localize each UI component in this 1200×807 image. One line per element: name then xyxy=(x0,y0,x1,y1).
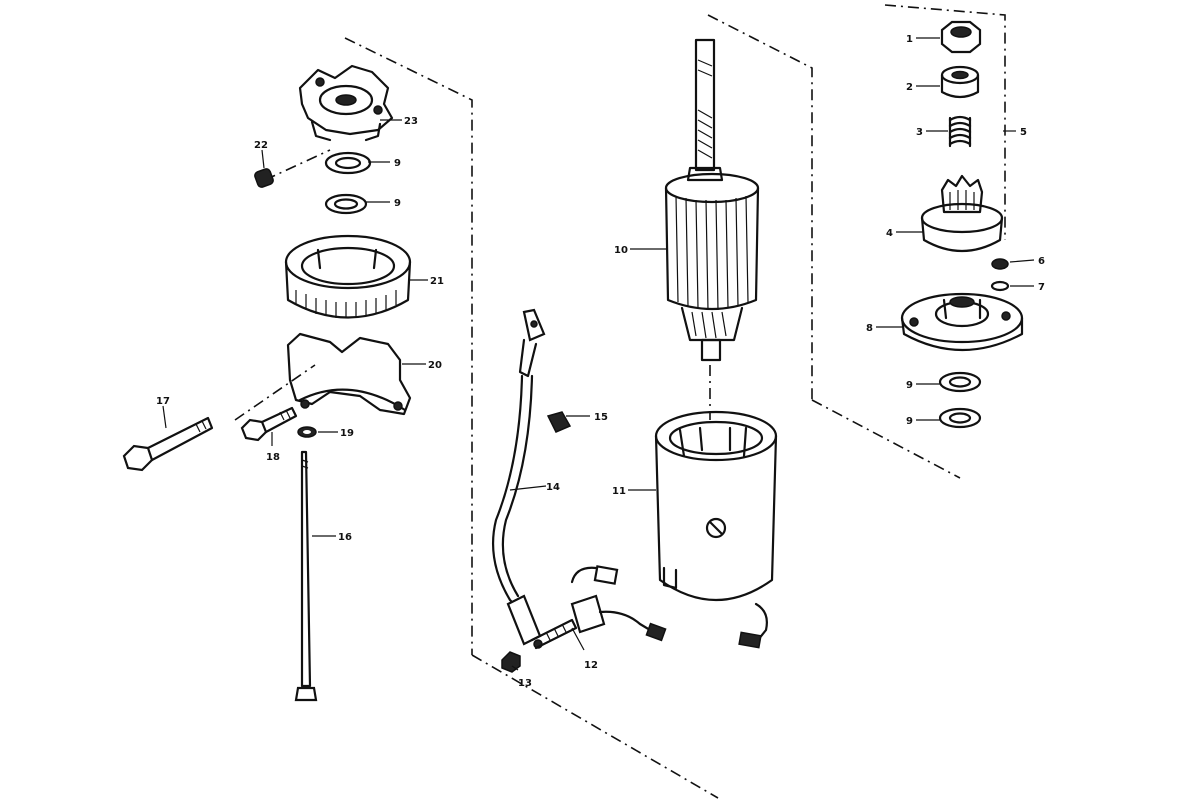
terminal-nut-part xyxy=(546,411,572,433)
short-bolt-part xyxy=(240,406,298,442)
left-boundary xyxy=(344,37,719,799)
nut-1-part xyxy=(940,20,982,54)
mounting-bracket-part xyxy=(286,332,412,416)
callout-12: 12 xyxy=(584,660,598,671)
washer-right-upper xyxy=(938,371,982,393)
set-screw-part xyxy=(254,168,274,188)
dashed-boundaries xyxy=(234,4,1006,799)
callout-22: 22 xyxy=(254,140,268,151)
washer-left-lower xyxy=(324,193,368,215)
left-diagonal-link xyxy=(234,364,316,421)
long-bolt-part xyxy=(122,416,214,472)
end-plate-part xyxy=(298,64,394,142)
through-bolt-part xyxy=(294,450,318,702)
callout-20: 20 xyxy=(428,360,442,371)
washer-right-lower xyxy=(938,407,982,429)
callout-11: 11 xyxy=(612,486,626,497)
terminal-lead-part xyxy=(491,308,546,649)
spring-3-part xyxy=(948,115,972,148)
center-boundary xyxy=(707,14,961,479)
callout-15: 15 xyxy=(594,412,608,423)
callout-6: 6 xyxy=(1038,256,1045,267)
frame-housing-part xyxy=(654,410,778,602)
callout-3: 3 xyxy=(916,127,923,138)
frame-brush-lead xyxy=(738,602,768,649)
lock-washer-part xyxy=(297,426,317,438)
callout-2: 2 xyxy=(906,82,913,93)
field-ring-part xyxy=(284,234,412,319)
callout-1: 1 xyxy=(906,34,913,45)
callout-23: 23 xyxy=(404,116,418,127)
brush-holder-part xyxy=(530,565,667,650)
drive-pinion-4-part xyxy=(920,174,1004,253)
callout-17: 17 xyxy=(156,396,170,407)
small-nut-6-part xyxy=(991,258,1009,270)
hex-nut-13-part xyxy=(501,651,521,673)
axis-line xyxy=(264,149,711,420)
callout-4: 4 xyxy=(886,228,893,239)
callout-10: 10 xyxy=(614,245,628,256)
washer-left-upper xyxy=(324,151,372,175)
end-cap-8-part xyxy=(900,292,1024,352)
collar-2-part xyxy=(940,65,980,99)
callout-21: 21 xyxy=(430,276,444,287)
callout-18: 18 xyxy=(266,452,280,463)
callout-9-right-lower: 9 xyxy=(906,416,913,427)
small-washer-7-part xyxy=(990,280,1010,292)
callout-9-left-lower: 9 xyxy=(394,198,401,209)
callout-7: 7 xyxy=(1038,282,1045,293)
callout-16: 16 xyxy=(338,532,352,543)
callout-9-right-upper: 9 xyxy=(906,380,913,391)
callout-19: 19 xyxy=(340,428,354,439)
armature-part xyxy=(664,38,760,362)
callout-14: 14 xyxy=(546,482,560,493)
callout-8: 8 xyxy=(866,323,873,334)
callout-13: 13 xyxy=(518,678,532,689)
leader-lines xyxy=(162,37,1035,671)
callout-labels: 1 2 3 5 4 6 7 8 9 9 9 9 10 11 12 13 14 1… xyxy=(156,34,1045,689)
callout-5: 5 xyxy=(1020,127,1027,138)
callout-9-left-upper: 9 xyxy=(394,158,401,169)
right-boundary xyxy=(884,4,1006,240)
